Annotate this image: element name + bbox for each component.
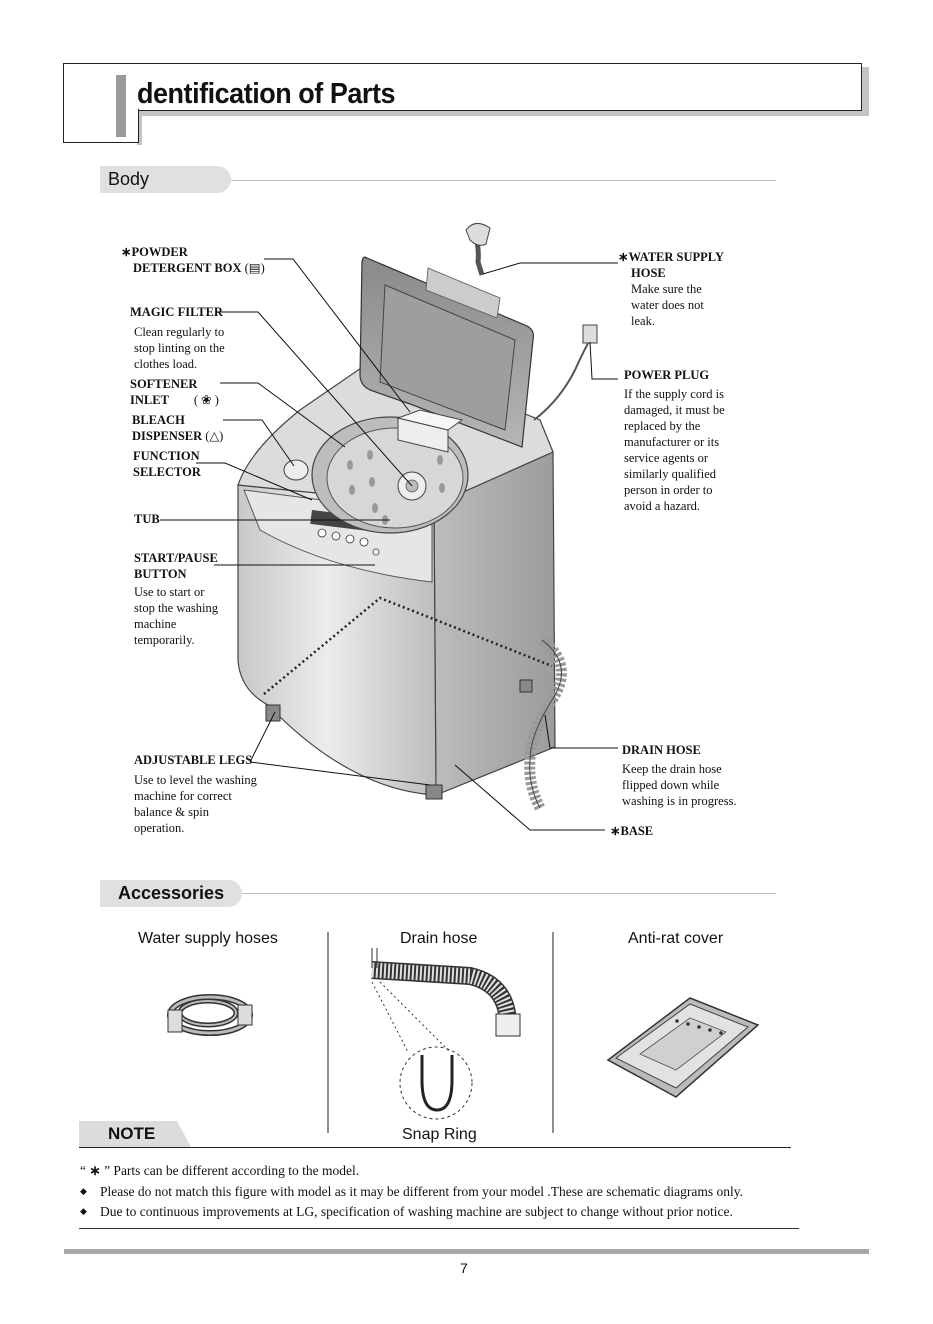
page-title: dentification of Parts: [137, 78, 396, 110]
base-outline: [263, 596, 553, 695]
power-plug: [582, 324, 598, 344]
note-line-1: “ ∗ ” Parts can be different according t…: [80, 1163, 360, 1178]
water-supply-hoses-illustration: [167, 994, 253, 1036]
star-marker: ∗: [121, 245, 132, 259]
title-shadow: [137, 111, 142, 145]
water-supply-hose-label: ∗WATER SUPPLY HOSE: [618, 250, 724, 280]
title-shadow: [68, 111, 869, 116]
note-heading: NOTE: [108, 1124, 156, 1143]
title-box: [63, 63, 862, 111]
title-accent-bar: [116, 75, 126, 137]
function-selector-knob: [283, 459, 309, 481]
note-line-3: ◆Due to continuous improvements at LG, s…: [80, 1204, 733, 1219]
power-cord: [533, 339, 591, 421]
water-supply-hose-desc: Make sure the water does not leak.: [631, 282, 704, 328]
page-number: 7: [460, 1260, 468, 1276]
accessory-water-supply-hoses: Water supply hoses: [138, 930, 278, 947]
star-marker: ∗: [610, 824, 621, 838]
adjustable-legs-label: ADJUSTABLE LEGS: [134, 753, 253, 767]
base-label: ∗BASE: [610, 824, 654, 838]
accessory-drain-hose: Drain hose: [400, 930, 478, 947]
lid-handle: [425, 267, 501, 319]
title-tab: [63, 109, 139, 143]
tub-label: TUB: [134, 512, 160, 526]
bleach-icon: (△): [205, 429, 224, 443]
drain-hose-label: DRAIN HOSE: [622, 743, 701, 757]
anti-rat-cover-illustration: [606, 997, 760, 1098]
panel-buttons: [317, 528, 380, 556]
adjustable-leg: [425, 784, 443, 800]
bullet-icon: ◆: [80, 1206, 87, 1216]
note-bottom-rule: [79, 1228, 799, 1229]
powder-detergent-box-label: ∗POWDER DETERGENT BOX (▤): [121, 245, 265, 275]
function-selector-label: FUNCTION SELECTOR: [133, 449, 201, 479]
section-rule: [231, 180, 776, 181]
snap-ring-label: Snap Ring: [402, 1126, 477, 1143]
adjustable-leg: [265, 704, 281, 722]
accessory-anti-rat-cover: Anti-rat cover: [628, 930, 724, 947]
section-heading-accessories: Accessories: [100, 880, 242, 907]
magic-filter-label: MAGIC FILTER: [130, 305, 223, 319]
star-marker: ∗: [618, 250, 629, 264]
section-heading-body: Body: [100, 166, 231, 193]
section-rule: [242, 893, 776, 894]
note-line-2: ◆Please do not match this figure with mo…: [80, 1184, 743, 1199]
softener-icon: ( ❀ ): [193, 393, 219, 407]
footer-rule: [64, 1249, 869, 1254]
drain-hose-desc: Keep the drain hose flipped down while w…: [622, 762, 737, 808]
adjustable-legs-desc: Use to level the washing machine for cor…: [134, 773, 257, 835]
start-pause-desc: Use to start or stop the washing machine…: [134, 585, 219, 647]
note-header-shape: [79, 1121, 791, 1148]
adjustable-leg: [519, 679, 533, 693]
title-shadow: [862, 67, 869, 114]
drain-hose-accessory-illustration: [371, 948, 521, 1120]
detergent-box-icon: (▤): [244, 261, 265, 275]
bullet-icon: ◆: [80, 1186, 87, 1196]
magic-filter-desc: Clean regularly to stop linting on the c…: [134, 325, 225, 371]
bleach-dispenser-label: BLEACH DISPENSER (△): [132, 413, 224, 443]
tub: [326, 427, 464, 529]
softener-inlet-label: SOFTENER INLET ( ❀ ): [130, 377, 219, 407]
leader-lines: [160, 258, 618, 831]
power-plug-desc: If the supply cord is damaged, it must b…: [624, 387, 725, 513]
power-plug-label: POWER PLUG: [624, 368, 710, 382]
start-pause-button-label: START/PAUSE BUTTON: [134, 551, 218, 581]
star-marker: ∗: [89, 1163, 101, 1178]
lid-window: [379, 284, 516, 431]
